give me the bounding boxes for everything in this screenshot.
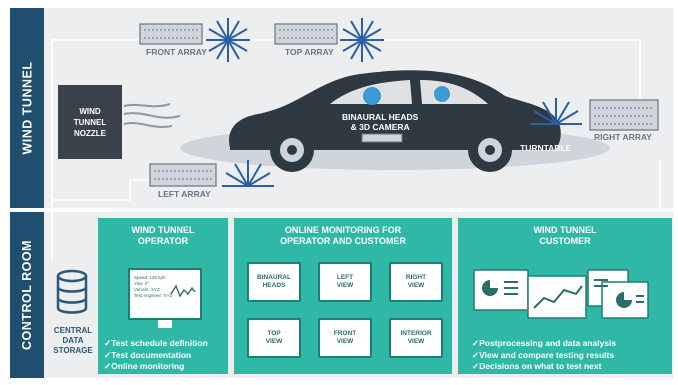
top-array-label: TOP ARRAY bbox=[285, 47, 334, 57]
operator-monitor-icon: Speed: 120 kph Yaw: 0° Vehicle: XYZ Test… bbox=[128, 268, 202, 328]
bullet-item: ✓Online monitoring bbox=[104, 361, 185, 371]
operator-bullets: ✓Test schedule definition ✓Test document… bbox=[104, 338, 208, 373]
bullet-item: ✓Decisions on what to test next bbox=[472, 361, 602, 371]
microphone-fan-icons bbox=[206, 18, 582, 187]
operator-title: WIND TUNNEL OPERATOR bbox=[131, 225, 195, 246]
operator-panel: WIND TUNNEL OPERATOR Speed: 120 kph Yaw:… bbox=[98, 218, 228, 374]
right-array-device bbox=[589, 99, 659, 131]
analysis-screens-icon bbox=[473, 269, 649, 319]
customer-title: WIND TUNNEL CUSTOMER bbox=[533, 225, 597, 246]
wind-streaks bbox=[123, 103, 181, 128]
bullet-item: ✓View and compare testing results bbox=[472, 349, 615, 360]
wind-tunnel-nozzle: WIND TUNNEL NOZZLE bbox=[58, 85, 122, 159]
car-icon bbox=[229, 70, 561, 150]
bullet-item: ✓Test documentation bbox=[104, 349, 192, 360]
left-array-device bbox=[149, 163, 217, 187]
left-array-label: LEFT ARRAY bbox=[158, 189, 211, 199]
customer-bullets: ✓Postprocessing and data analysis ✓View … bbox=[472, 338, 616, 373]
binaural-heads-label: BINAURAL HEADS & 3D CAMERA bbox=[342, 112, 419, 132]
front-array-device bbox=[139, 23, 203, 45]
turntable-label: TURNTABLE bbox=[520, 143, 572, 153]
binaural-head-icon bbox=[363, 87, 381, 105]
bullet-item: ✓Postprocessing and data analysis bbox=[472, 338, 617, 348]
central-data-storage-label: CENTRAL DATA STORAGE bbox=[53, 326, 93, 355]
customer-panel: WIND TUNNEL CUSTOMER ✓Postprocessing and… bbox=[458, 218, 672, 374]
top-array-device bbox=[274, 23, 338, 45]
database-icon bbox=[56, 269, 88, 314]
wind-tunnel-band: WIND TUNNEL bbox=[10, 8, 44, 208]
front-array-label: FRONT ARRAY bbox=[146, 47, 207, 57]
control-room-band: CONTROL ROOM bbox=[10, 212, 44, 378]
bullet-item: ✓Test schedule definition bbox=[104, 338, 208, 348]
monitoring-title: ONLINE MONITORING FOR OPERATOR AND CUSTO… bbox=[280, 225, 406, 246]
right-array-label: RIGHT ARRAY bbox=[594, 132, 652, 142]
